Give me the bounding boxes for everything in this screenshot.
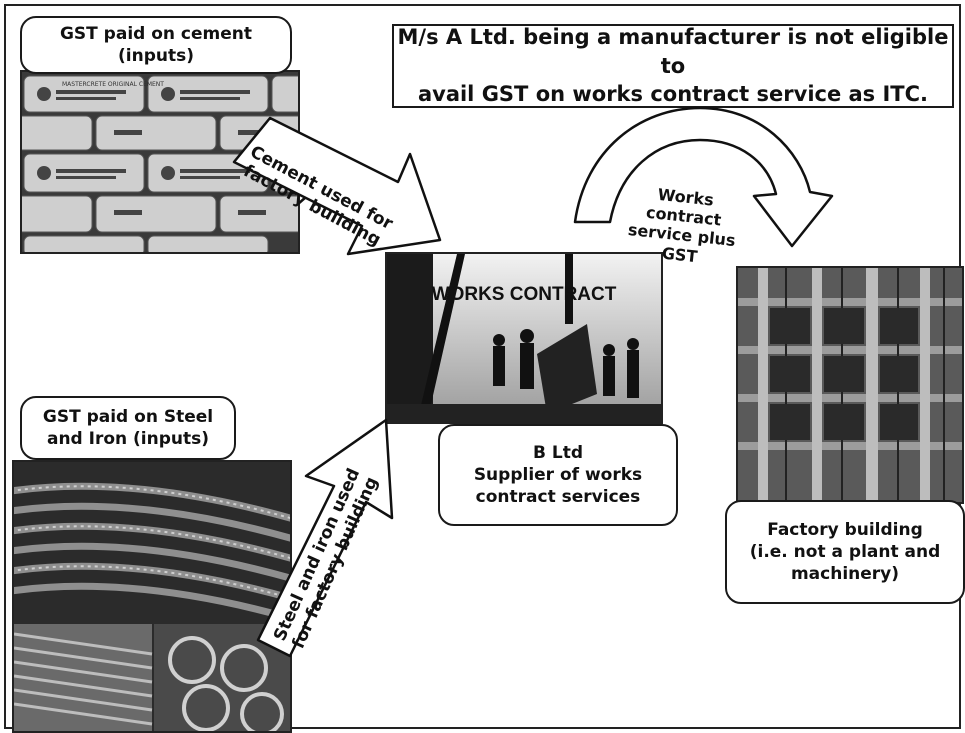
steel-input-box: GST paid on Steel and Iron (inputs)	[20, 396, 236, 460]
steel-box-line1: GST paid on Steel	[42, 406, 214, 427]
curved-arrow	[573, 106, 834, 248]
steel-iron-photo	[12, 460, 292, 733]
b-ltd-line2: Supplier of works	[473, 464, 643, 485]
factory-line2: (i.e. not a plant and	[749, 541, 941, 562]
itc-notice-box: M/s A Ltd. being a manufacturer is not e…	[392, 24, 954, 108]
factory-building-box: Factory building (i.e. not a plant and m…	[725, 500, 965, 604]
b-ltd-supplier-box: B Ltd Supplier of works contract service…	[438, 424, 678, 526]
b-ltd-line1: B Ltd	[532, 442, 583, 463]
cement-input-box: GST paid on cement (inputs)	[20, 16, 292, 74]
factory-line1: Factory building	[767, 519, 923, 540]
steel-box-line2: and Iron (inputs)	[46, 429, 210, 449]
b-ltd-line3: contract services	[475, 487, 641, 508]
curved-arrow-label: Works contract service plus GST	[624, 182, 741, 270]
cement-bag-brand-text: MASTERCRETE ORIGINAL CEMENT	[62, 81, 164, 88]
notice-line2: avail GST on works contract service as I…	[417, 82, 929, 107]
works-contract-title: WORKS CONTRACT	[432, 284, 617, 305]
factory-line3: machinery)	[790, 564, 900, 585]
cement-box-line1: GST paid on cement	[59, 23, 253, 44]
steel-arrow	[256, 418, 394, 658]
works-contract-photo: WORKS CONTRACT	[385, 252, 663, 424]
factory-building-photo	[736, 266, 964, 504]
notice-line1: M/s A Ltd. being a manufacturer is not e…	[397, 25, 949, 78]
cement-box-line2: (inputs)	[118, 46, 194, 66]
cement-arrow	[232, 116, 442, 256]
